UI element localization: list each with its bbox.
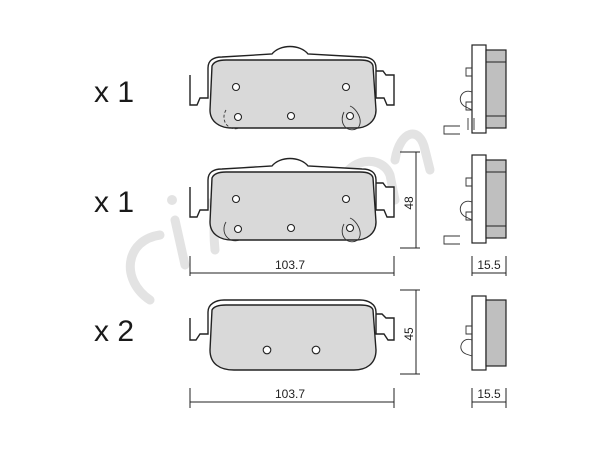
dimension-thickness-row3: 15.5: [471, 387, 507, 408]
dimension-height-row3: 45: [400, 289, 420, 375]
rivet-hole: [341, 82, 351, 92]
rivet-hole: [231, 194, 241, 204]
pad-side-view-row1: [443, 44, 507, 135]
quantity-label-row3: x 2: [94, 315, 134, 348]
rivet-hole: [286, 223, 296, 233]
rivet-hole: [311, 345, 321, 355]
pad-front-view-row3: [189, 299, 395, 371]
pad-side-view-row2: [443, 154, 507, 245]
rivet-hole: [286, 111, 296, 121]
rivet-hole: [233, 112, 243, 122]
pad-front-view-row2: [189, 157, 395, 243]
friction-side: [485, 49, 507, 129]
friction-material-row3: [209, 304, 377, 371]
backing-plate-side: [471, 154, 487, 244]
backing-plate-side: [471, 295, 487, 371]
dimension-thickness-row2: 15.5: [471, 256, 507, 276]
height-label-row3: 45: [402, 327, 416, 341]
quantity-label-row2: x 1: [94, 186, 134, 219]
rivet-hole: [341, 194, 351, 204]
thickness-label-row2: 15.5: [477, 258, 501, 272]
friction-side: [485, 299, 507, 367]
quantity-label-row1: x 1: [94, 76, 134, 109]
pad-front-view-row1: [189, 45, 395, 131]
thickness-label-row3: 15.5: [477, 387, 501, 401]
dimension-width-row2: 103.7: [189, 256, 395, 276]
dimension-height-row2: 48: [400, 151, 420, 249]
height-label-row2: 48: [402, 196, 416, 210]
friction-material-row2: [209, 171, 377, 241]
rivet-hole: [345, 223, 355, 233]
rivet-hole: [231, 82, 241, 92]
friction-material-row1: [209, 59, 377, 129]
width-label-row2: 103.7: [275, 258, 305, 272]
rivet-hole: [233, 224, 243, 234]
width-label-row3: 103.7: [275, 387, 305, 401]
rivet-hole: [262, 345, 272, 355]
friction-side: [485, 159, 507, 239]
rivet-hole: [345, 111, 355, 121]
pad-side-view-row3: [460, 295, 507, 371]
dimension-width-row3: 103.7: [189, 387, 395, 408]
